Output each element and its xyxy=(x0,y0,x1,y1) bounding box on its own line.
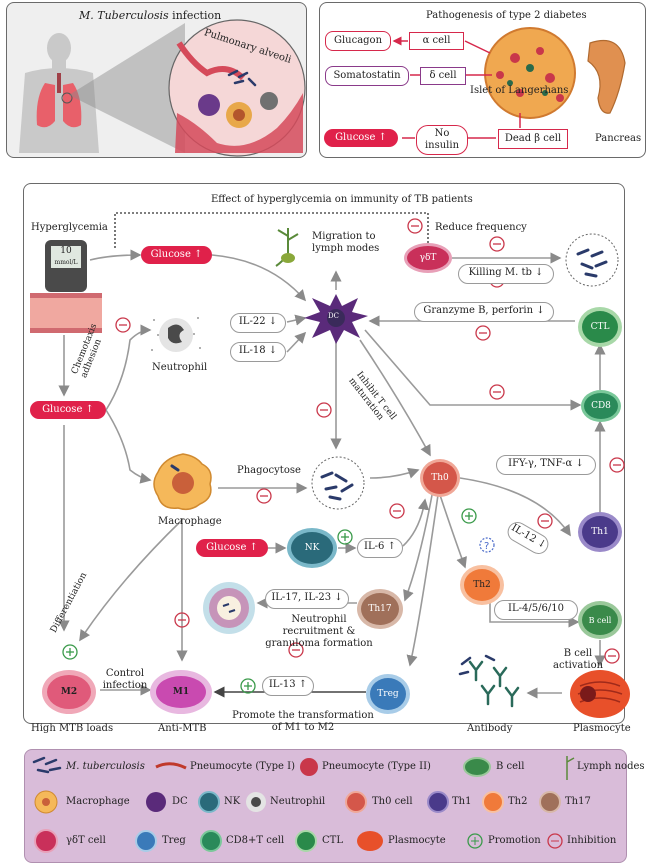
il18-pill: IL-18 ↓ xyxy=(230,342,286,362)
legend-ctl: CTL xyxy=(322,835,343,846)
il17-pill: IL-17, IL-23 ↓ xyxy=(265,589,349,609)
glucose-up-pill: Glucose ↑ xyxy=(324,129,398,147)
legend-mtb: M. tuberculosis xyxy=(66,761,145,772)
glucagon-box: Glucagon xyxy=(325,31,391,51)
glucose-meter: 10 mmol/L xyxy=(45,240,87,292)
legend-th2: Th2 xyxy=(508,796,528,807)
antibody-icons xyxy=(458,654,520,708)
mtb-cluster-middle xyxy=(311,456,365,510)
th17-cell: Th17 xyxy=(357,589,403,629)
legend-th0: Th0 cell xyxy=(372,796,413,807)
th0-cell: Th0 xyxy=(420,459,460,497)
hyperglycemia-label: Hyperglycemia xyxy=(31,222,108,233)
legend-cd8: CD8+T cell xyxy=(226,835,285,846)
human-lung-illustration xyxy=(19,19,306,157)
cd8-cell: CD8 xyxy=(581,390,621,422)
legend-gdt: γδT cell xyxy=(66,835,106,846)
phagocytose-label: Phagocytose xyxy=(237,465,301,476)
ctl-cell: CTL xyxy=(578,307,622,347)
legend-treg: Treg xyxy=(162,835,186,846)
delta-cell-box: δ cell xyxy=(420,67,466,85)
legend-pneumo1: Pneumocyte (Type I) xyxy=(190,761,295,772)
dead-beta-box: Dead β cell xyxy=(498,129,568,149)
no-insulin-box: No insulin xyxy=(416,125,468,155)
legend-lymph: Lymph nodes xyxy=(577,761,645,772)
glucose-nk-pill: Glucose ↑ xyxy=(196,539,268,557)
treg-cell: Treg xyxy=(366,674,410,714)
blood-vessel xyxy=(30,293,102,333)
diabetes-panel: Pathogenesis of type 2 diabetes Glucagon… xyxy=(319,2,646,158)
immunity-title: Effect of hyperglycemia on immunity of T… xyxy=(211,194,473,205)
legend-pneumo2: Pneumocyte (Type II) xyxy=(322,761,431,772)
legend-panel xyxy=(24,749,627,863)
legend-th1: Th1 xyxy=(452,796,472,807)
meter-value: 10 xyxy=(60,246,72,256)
legend-bcell: B cell xyxy=(496,761,525,772)
diabetes-title: Pathogenesis of type 2 diabetes xyxy=(426,10,587,21)
tb-infection-panel: M. Tuberculosis infection Pulmonary alve… xyxy=(6,2,307,158)
meter-unit: mmol/L xyxy=(54,259,78,266)
svg-text:?: ? xyxy=(484,541,489,552)
th1-cell: Th1 xyxy=(578,512,622,552)
gdt-cell: γδT xyxy=(404,243,452,273)
il13-pill: IL-13 ↑ xyxy=(262,676,314,696)
granuloma xyxy=(203,582,255,634)
neutrophil-cell xyxy=(151,317,201,352)
promotion-marks xyxy=(62,508,477,694)
reduce-frequency-label: Reduce frequency xyxy=(435,222,527,233)
meter-screen: 10 mmol/L xyxy=(51,246,81,268)
control-infection-label: Control infection xyxy=(102,668,148,691)
b-cell: B cell xyxy=(578,601,622,639)
legend-th17: Th17 xyxy=(565,796,591,807)
tb-infection-title: M. Tuberculosis infection xyxy=(79,9,222,22)
th2-cell: Th2 xyxy=(460,565,504,605)
legend-plasmocyte: Plasmocyte xyxy=(388,835,446,846)
il6-pill: IL-6 ↑ xyxy=(357,538,403,558)
macrophage-label: Macrophage xyxy=(158,516,222,527)
lymph-node-icon xyxy=(275,228,299,267)
il22-pill: IL-22 ↓ xyxy=(230,313,286,333)
nk-cell: NK xyxy=(287,528,337,568)
somatostatin-box: Somatostatin xyxy=(325,66,409,86)
dc-cell xyxy=(304,294,368,344)
m2-cell: M2 xyxy=(42,670,96,714)
ify-pill: IFY-γ, TNF-α ↓ xyxy=(496,455,596,475)
macrophage-cell xyxy=(153,453,212,511)
dc-label: DC xyxy=(328,312,339,320)
glucose-top-pill: Glucose ↑ xyxy=(141,246,212,264)
legend-nk: NK xyxy=(224,796,241,807)
pancreas-label: Pancreas xyxy=(595,133,642,144)
glucose-left-pill: Glucose ↑ xyxy=(30,401,106,419)
killing-pill: Killing M. tb ↓ xyxy=(458,264,554,284)
granzyme-pill: Granzyme B, perforin ↓ xyxy=(414,302,554,322)
legend-dc: DC xyxy=(172,796,188,807)
legend-inhibition: Inhibition xyxy=(567,835,617,846)
neutrophil-recruit-label: Neutrophil recruitment & granuloma forma… xyxy=(265,614,373,649)
neutrophil-label: Neutrophil xyxy=(152,362,208,373)
il4-pill: IL-4/5/6/10 xyxy=(494,600,578,620)
antibody-label: Antibody xyxy=(467,723,513,734)
anti-mtb-label: Anti-MTB xyxy=(158,723,207,734)
legend-neutrophil: Neutrophil xyxy=(270,796,326,807)
migration-label: Migration to lymph modes xyxy=(312,231,380,254)
mtb-cluster-top xyxy=(565,233,619,287)
plasmocyte-cell xyxy=(570,670,630,718)
high-mtb-label: High MTB loads xyxy=(31,723,114,734)
islet-label: Islet of Langerhans xyxy=(470,85,569,96)
islet-illustration xyxy=(392,27,626,139)
legend-promotion: Promotion xyxy=(488,835,541,846)
promote-label: Promote the transformation of M1 to M2 xyxy=(232,710,374,733)
m1-cell: M1 xyxy=(150,670,212,714)
legend-macrophage: Macrophage xyxy=(66,796,130,807)
alpha-cell-box: α cell xyxy=(409,32,464,50)
plasmocyte-label: Plasmocyte xyxy=(573,723,631,734)
b-cell-activation-label: B cell activation xyxy=(553,648,604,671)
